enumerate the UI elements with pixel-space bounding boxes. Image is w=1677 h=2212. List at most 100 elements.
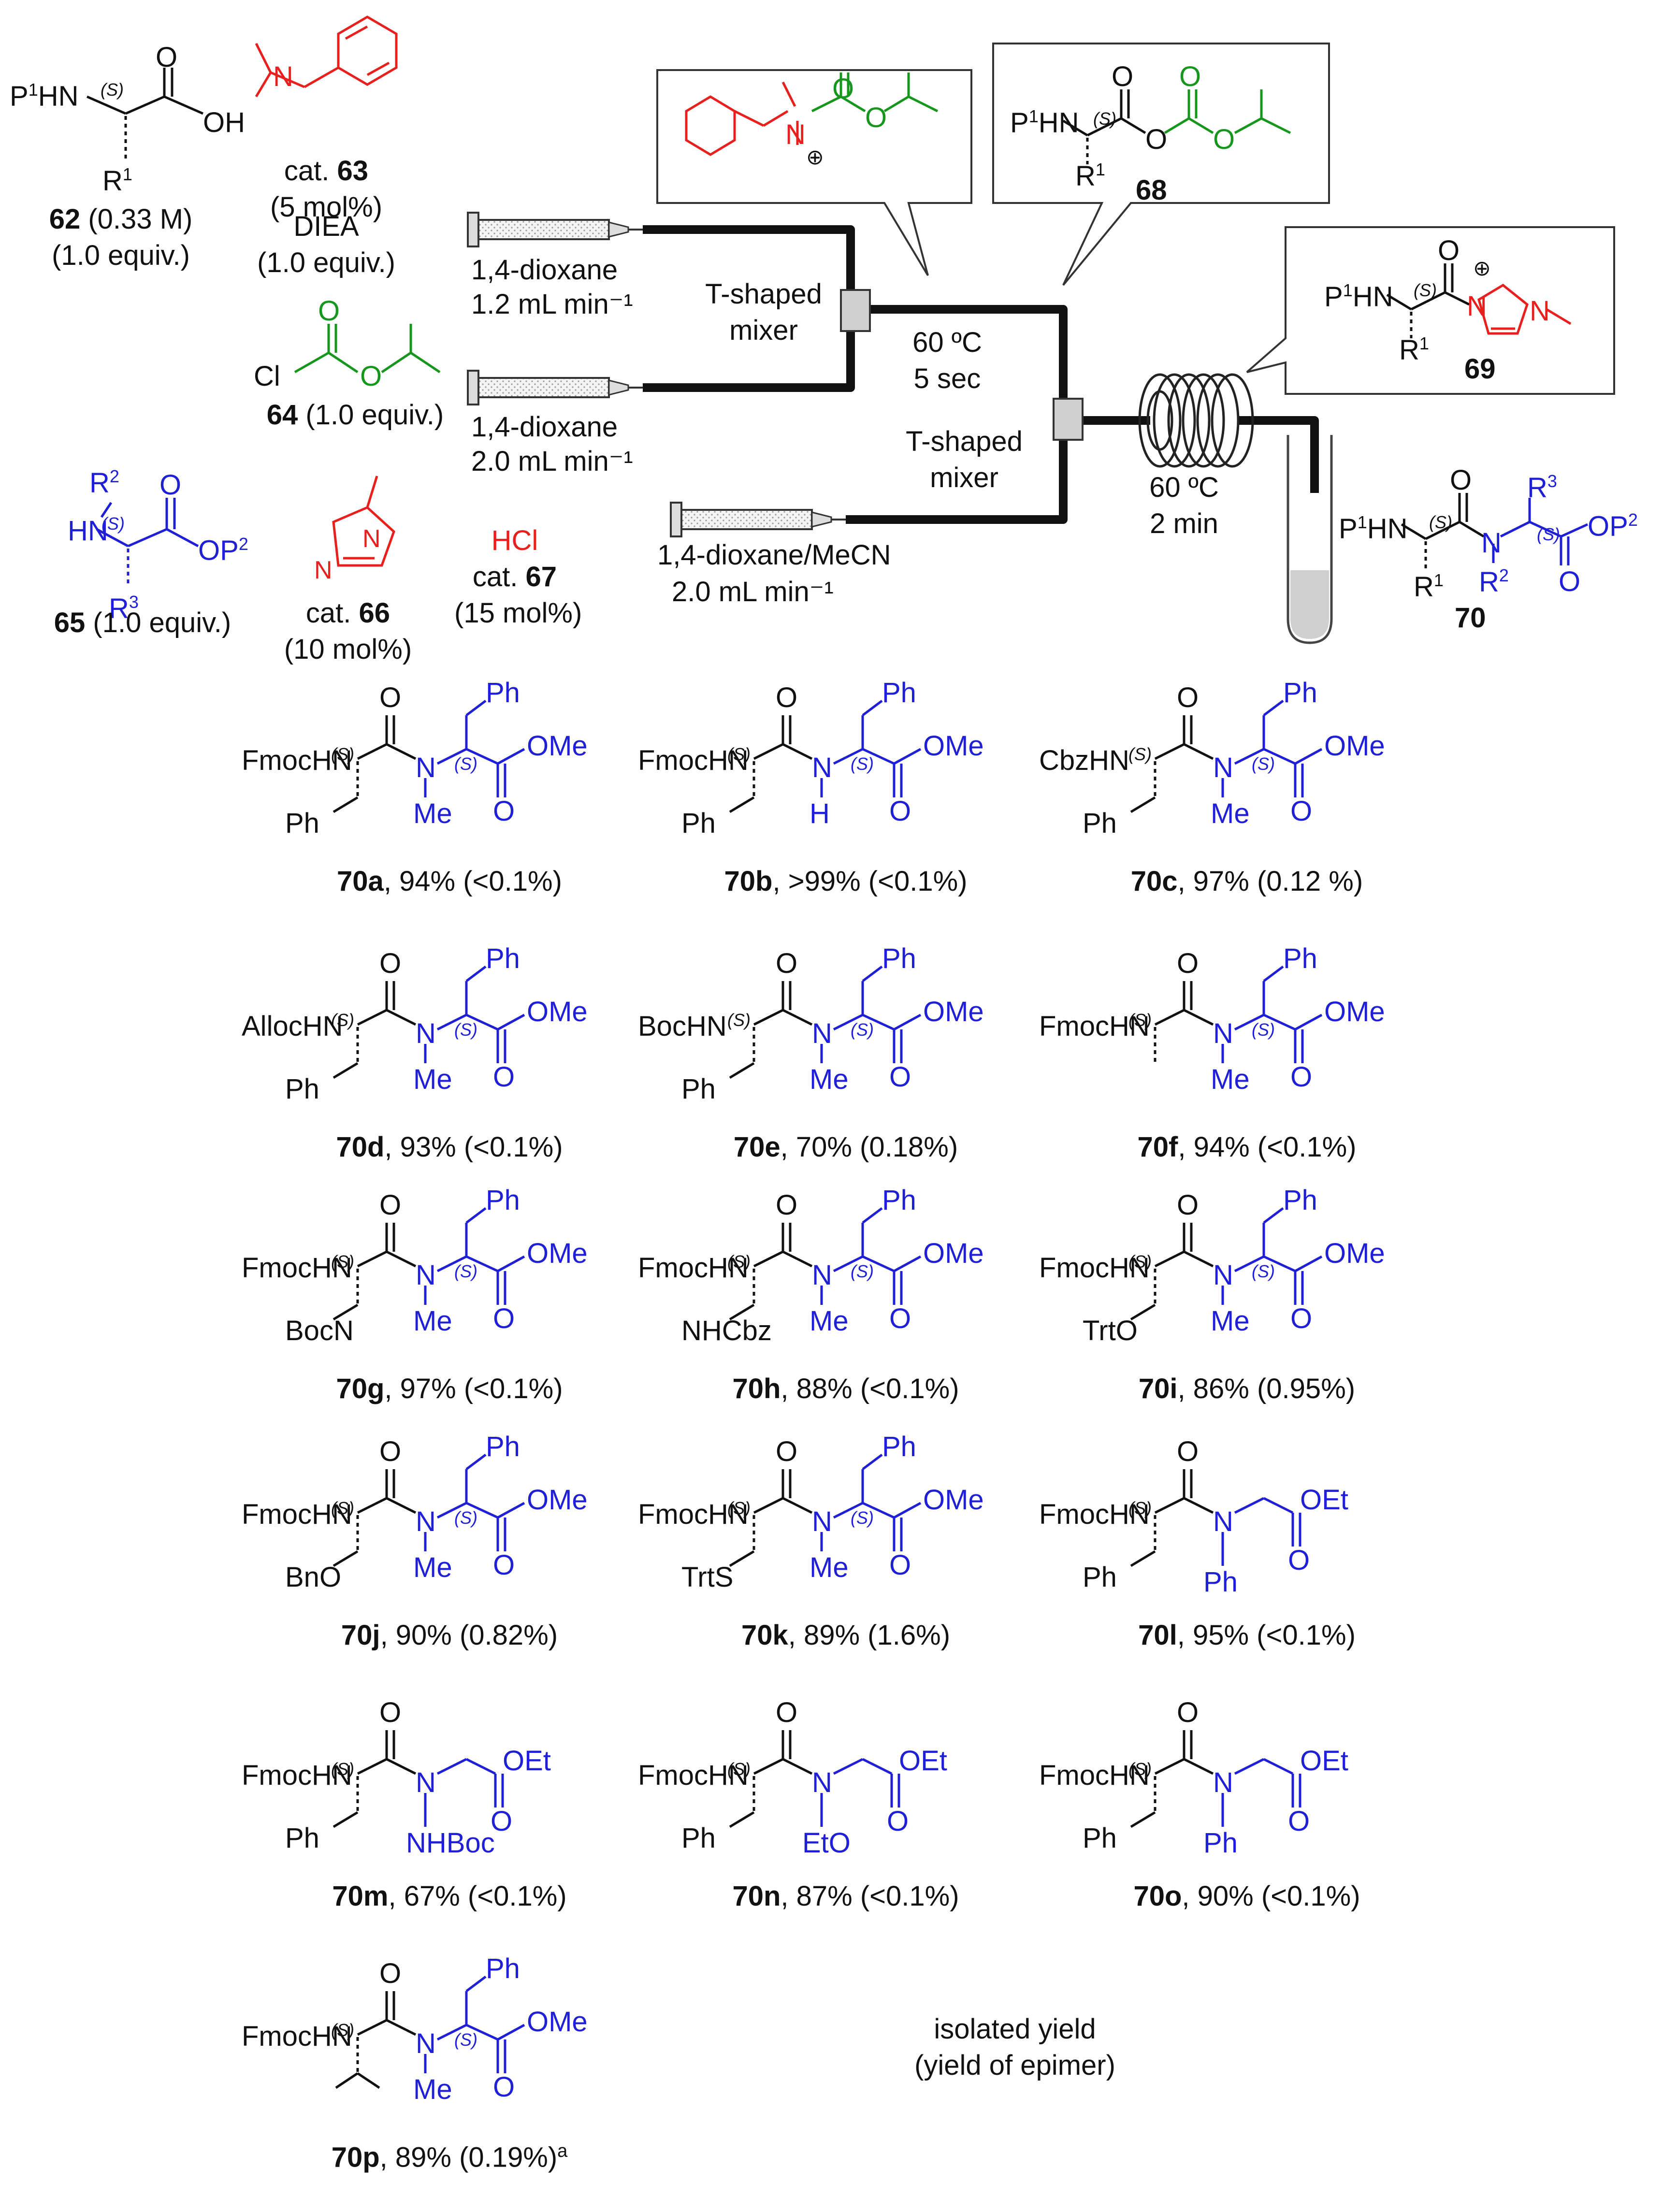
product-yield: , 90% (0.82%) [380,1619,558,1651]
structure-70 [1401,493,1589,570]
op2-70: OP2 [1588,510,1638,542]
r1-69: R1 [1399,333,1429,366]
stereo-label: (S) [1128,1252,1152,1272]
label-66: cat. 66 [305,597,390,629]
stereo-label: (S) [331,744,354,764]
product-yield: , 97% (<0.1%) [384,1373,563,1404]
side-chain-label: Ph [882,677,916,708]
stereo-label: (S) [1252,1020,1275,1040]
side-chain-label: Ph [681,1073,716,1105]
n-substituent-label: Me [413,798,452,829]
oh-label: OH [203,107,245,138]
stage1-temp: 60 ºC [912,327,982,358]
diea-block: DIEA [293,211,359,242]
product-yield: , 95% (<0.1%) [1177,1619,1356,1651]
n-protect-label: FmocHN [638,1499,749,1530]
product-caption: 70g, 97% (<0.1%) [232,1373,667,1405]
label-63: cat. 63 [284,155,369,187]
o-label-amm2: O [865,102,887,133]
product-caption: 70a, 94% (<0.1%) [232,865,667,897]
product-id: 70m [332,1880,389,1912]
product-id: 70d [336,1131,385,1163]
callout-69 [1246,226,1615,395]
product-caption: 70n, 87% (<0.1%) [628,1880,1063,1912]
loading-67: (15 mol%) [454,597,582,629]
ester-o-label: O [1290,795,1313,827]
ester-label: OMe [923,996,984,1027]
n-protect-label: CbzHN [1039,745,1129,776]
n-substituent-label: NHBoc [406,1827,495,1859]
amide-n-label: N [416,752,436,783]
stereo-label: (S) [851,1508,874,1528]
side-chain-label: Ph [681,808,716,839]
amide-n-label: N [1213,1259,1233,1291]
ester-o-label: O [1288,1806,1310,1837]
o-68d: O [1213,124,1235,155]
carbonyl-o-label: O [379,948,402,979]
p1hn-68: P1HN [1010,106,1079,139]
stereo-label: (S) [727,1498,751,1518]
loading-63: (5 mol%) [270,191,383,223]
ester-label: OMe [923,730,984,762]
label-64: 64 (1.0 equiv.) [266,399,444,431]
label-67: cat. 67 [472,561,557,593]
ester-label: OMe [527,730,588,762]
ester-label: OEt [503,1745,551,1777]
product-id: 70b [724,866,773,897]
n-protect-label: FmocHN [638,745,749,776]
ester-o-label: O [889,1303,911,1334]
side-chain-label: Ph [1083,1822,1117,1854]
label-68: 68 [1136,174,1167,206]
n-substituent-label: Me [810,1552,849,1583]
product-id: 70c [1130,866,1178,897]
mixer1-line2: mixer [729,315,798,346]
stereo-label: (S) [727,1759,751,1779]
ester-label: OMe [923,1238,984,1269]
r1-68: R1 [1075,159,1105,192]
cl-label: Cl [254,361,280,392]
amide-n-label: N [1213,1506,1233,1537]
product-caption: 70m, 67% (<0.1%) [232,1880,667,1912]
stereo-label: (S) [1252,1261,1275,1281]
o-label-65: O [159,469,182,501]
o-label-64a: O [318,295,340,327]
amide-n-label: N [1213,1767,1233,1798]
side-chain-label: Ph [1283,1185,1317,1216]
stereo-label: (S) [1252,754,1275,774]
ester-o-label: O [493,1303,515,1334]
n-protect-label: FmocHN [1039,1011,1150,1042]
ester-label: OMe [1324,1238,1385,1269]
product-caption: 70i, 86% (0.95%) [1029,1373,1464,1405]
o-68a: O [1112,61,1134,92]
stereo-69: (S) [1414,280,1437,300]
stereo-label: (S) [727,1252,751,1272]
charge-ammonium: ⊕ [806,145,824,169]
mixer1-line1: T-shaped [705,278,822,310]
product-yield: , 70% (0.18%) [780,1131,958,1163]
structure-62 [86,68,204,159]
carbonyl-o-label: O [776,1436,798,1467]
stereo-label: (S) [101,80,124,100]
stereo-70b: (S) [1537,524,1560,544]
ester-o-label: O [889,1549,911,1581]
side-chain-label: Ph [486,677,520,708]
p1hn-label: P1HN [10,80,79,112]
n-substituent-label: Me [810,1064,849,1095]
flow-tubing [643,225,1319,524]
side-chain-label: Ph [285,808,319,839]
product-yield: , 67% (<0.1%) [388,1880,567,1912]
r2-70: R2 [1479,565,1509,598]
diea-equiv: (1.0 equiv.) [257,247,395,278]
n-protect-label: FmocHN [1039,1760,1150,1791]
side-chain-label: Ph [486,1431,520,1462]
side-chain-label: TrtS [681,1561,734,1593]
stereo-label: (S) [454,754,477,774]
n-substituent-label: Ph [1203,1827,1238,1859]
product-id: 70o [1133,1880,1182,1912]
side-chain-label: Ph [882,943,916,974]
product-yield: , 94% (<0.1%) [383,866,562,897]
side-chain-label: TrtO [1083,1315,1138,1346]
r3-label: R3 [109,592,139,624]
